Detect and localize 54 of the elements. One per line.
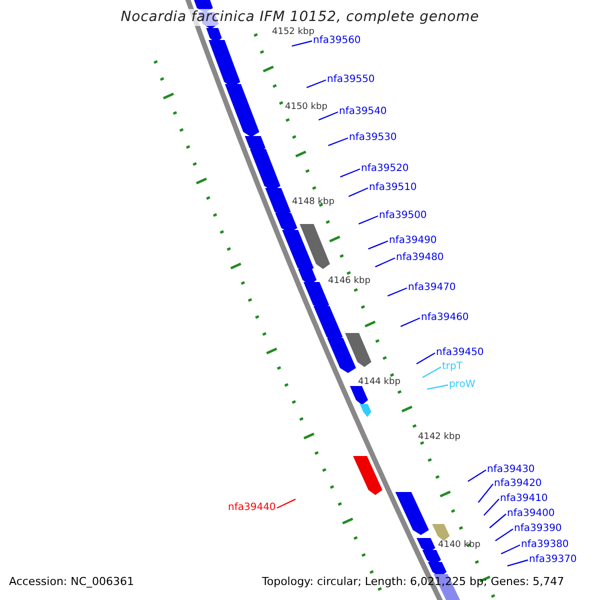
gene-label: nfa39380 — [521, 538, 569, 551]
gene-label: nfa39450 — [436, 346, 484, 359]
leader-line — [500, 544, 520, 554]
gene-label: nfa39530 — [349, 131, 397, 144]
leader-line — [358, 215, 378, 225]
scale-label: 4142 kbp — [418, 432, 460, 443]
gene-label: nfa39520 — [361, 162, 409, 175]
leader-line — [348, 187, 368, 197]
gene-label: trpT — [442, 360, 462, 373]
gene-label: nfa39540 — [339, 105, 387, 118]
leader-line — [426, 384, 448, 390]
gene-label: nfa39420 — [494, 477, 542, 490]
scale-label: 4144 kbp — [358, 377, 400, 388]
gene-label: nfa39550 — [327, 73, 375, 86]
gene-label: nfa39480 — [396, 251, 444, 264]
leader-line — [478, 484, 494, 503]
scale-label: 4148 kbp — [292, 197, 334, 208]
info-text: Topology: circular; Length: 6,021,225 bp; Genes: 5,747 — [262, 575, 564, 588]
title: Nocardia farcinica IFM 10152, complete genome — [120, 9, 480, 26]
gene-label: proW — [449, 378, 476, 391]
gene-label: nfa39470 — [408, 281, 456, 294]
gene-label: nfa39370 — [529, 553, 577, 566]
scale-label: 4146 kbp — [328, 276, 370, 287]
leader-line — [276, 498, 296, 509]
gene-label: nfa39410 — [500, 492, 548, 505]
leader-line — [328, 137, 348, 146]
leader-line — [368, 240, 388, 250]
gene-label: nfa39440 — [228, 501, 276, 514]
leader-line — [292, 40, 312, 47]
scale-label: 4140 kbp — [438, 540, 480, 551]
leader-line — [507, 559, 528, 566]
leader-line — [375, 257, 396, 268]
leader-line — [318, 111, 338, 121]
scale-label: 4150 kbp — [285, 102, 328, 113]
gene-label: nfa39500 — [379, 209, 427, 222]
gene-label: nfa39430 — [487, 463, 535, 476]
leader-line — [489, 514, 506, 528]
gene-label: nfa39560 — [313, 34, 361, 47]
leader-line — [495, 528, 514, 542]
leader-line — [422, 366, 442, 378]
leader-line — [387, 287, 408, 297]
gene-label: nfa39460 — [421, 311, 469, 324]
info-text: Accession: NC_006361 — [9, 575, 134, 588]
gene-label: nfa39510 — [369, 181, 417, 194]
leader-line — [483, 498, 500, 516]
leader-line — [468, 470, 486, 482]
gene-label: nfa39400 — [507, 507, 555, 520]
leader-line — [416, 352, 436, 364]
leader-line — [400, 317, 420, 327]
scale-label: 4152 kbp — [272, 27, 314, 37]
leader-line — [306, 79, 326, 88]
gene-label: nfa39390 — [514, 522, 562, 535]
gene-label: nfa39490 — [389, 234, 437, 247]
leader-line — [340, 168, 360, 178]
